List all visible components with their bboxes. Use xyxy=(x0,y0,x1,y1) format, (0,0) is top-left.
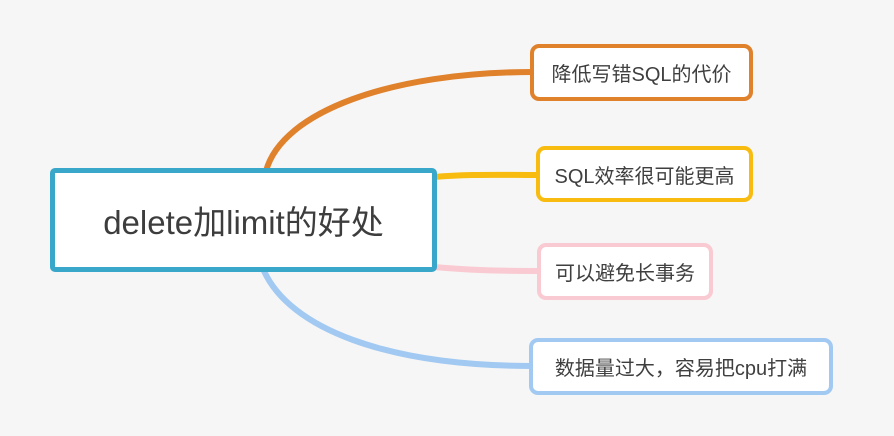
branch-node-avoid-long-transaction[interactable]: 可以避免长事务 xyxy=(537,243,713,300)
root-topic-label: delete加limit的好处 xyxy=(103,204,384,241)
branch-node-sql-efficiency[interactable]: SQL效率很可能更高 xyxy=(536,146,753,202)
connector-branch-upper-mid xyxy=(431,171,543,180)
connector-branch-top xyxy=(263,69,537,174)
branch-node-cpu-overload[interactable]: 数据量过大，容易把cpu打满 xyxy=(529,338,833,395)
branch-node-label: 降低写错SQL的代价 xyxy=(551,64,732,86)
branch-node-reduce-sql-mistake-cost[interactable]: 降低写错SQL的代价 xyxy=(530,44,753,101)
connector-branch-lower-mid xyxy=(431,264,544,274)
branch-node-label: SQL效率很可能更高 xyxy=(554,165,735,188)
branch-node-label: 可以避免长事务 xyxy=(555,263,695,285)
root-topic-node[interactable]: delete加limit的好处 xyxy=(50,168,437,272)
connector-branch-bottom xyxy=(261,268,536,369)
branch-node-label: 数据量过大，容易把cpu打满 xyxy=(554,358,808,380)
